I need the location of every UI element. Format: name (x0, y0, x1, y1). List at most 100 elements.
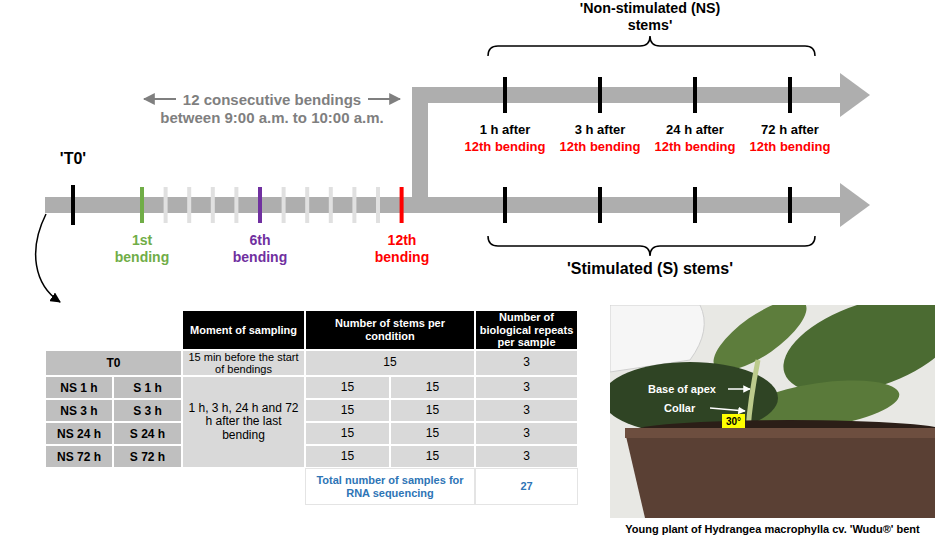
pot-rim (625, 428, 935, 438)
label-text: S 24 h (130, 427, 165, 441)
pointer-arrow (36, 214, 60, 302)
label-text: 12th bending (560, 139, 641, 155)
label-text: 1 h after (480, 122, 531, 138)
table-row-header: T0 (45, 350, 182, 376)
branch-head (840, 73, 870, 117)
sampling-tick (503, 77, 507, 113)
sampling-label: 72 h after (743, 121, 837, 138)
pot (625, 432, 935, 518)
bending-tick (211, 187, 215, 223)
sampling-tick (788, 77, 792, 113)
label-text: NS 3 h (60, 404, 97, 418)
label-text: 15 (426, 404, 439, 417)
label-text: 27 (520, 480, 532, 493)
label-text: Number of stems per condition (309, 317, 471, 342)
table-row-header: NS 3 h (45, 399, 113, 422)
bending-tick (258, 187, 262, 223)
table-cell: 15 (390, 422, 475, 445)
branch-bar (412, 87, 428, 213)
label-text: 12th bending (655, 139, 736, 155)
table-cell: 15 (305, 376, 390, 399)
bending-tick (376, 187, 380, 223)
table-total-cell: Total number of samples for RNA sequenci… (305, 468, 475, 505)
label-text: 72 h after (761, 122, 819, 138)
bending-tick (400, 187, 404, 223)
sampling-label: 12th bending (458, 138, 552, 155)
label-text: 15 (426, 427, 439, 440)
label-text: 12th bending (750, 139, 831, 155)
label-text: 3 (523, 356, 530, 369)
table-cell: 15 (305, 422, 390, 445)
sampling-tick (788, 187, 792, 223)
bending-tick (329, 187, 333, 223)
bending-tick (187, 187, 191, 223)
table-total-cell: 27 (475, 468, 578, 505)
label-text: 3 h after (575, 122, 626, 138)
table-cell: 15 (305, 399, 390, 422)
photo-label: Base of apex (648, 381, 726, 397)
table-row-header: NS 24 h (45, 422, 113, 445)
label-text: 15 (341, 381, 354, 394)
label-text: 'T0' (60, 149, 86, 168)
group-bracket (488, 36, 815, 56)
sampling-label: 12th bending (743, 138, 837, 155)
bending-tick (164, 187, 168, 223)
table-row-header: S 24 h (113, 422, 182, 445)
table-header-cell: Number of biological repeats per sample (475, 310, 578, 350)
table-row-header: S 1 h (113, 376, 182, 399)
photo-label: Collar (664, 400, 708, 416)
plastic-bag (610, 305, 704, 372)
bending-tick (140, 187, 144, 223)
label-text: T0 (106, 356, 120, 370)
sampling-label: 12th bending (553, 138, 647, 155)
label-text: Total number of samples for RNA sequenci… (309, 474, 471, 499)
table-row-header: S 72 h (113, 445, 182, 468)
sampling-label: 1 h after (458, 121, 552, 138)
table-cell: 1 h, 3 h, 24 h and 72 h after the last b… (182, 376, 305, 468)
leader-arrow (728, 388, 750, 390)
label-text: 15 (341, 404, 354, 417)
table-row-header: S 3 h (113, 399, 182, 422)
t0-tick (71, 185, 75, 225)
sampling-tick (503, 187, 507, 223)
label-text: S 72 h (130, 450, 165, 464)
table-cell: 15 (305, 445, 390, 468)
label-text: 15 min before the start of bendings (186, 351, 301, 375)
label-text: 1st bending (107, 232, 177, 266)
bending-label: 6th bending (225, 230, 295, 268)
label-text: NS 24 h (57, 427, 101, 441)
table-cell: 15 (390, 445, 475, 468)
sampling-tick (693, 77, 697, 113)
leader-arrow (710, 408, 745, 411)
label-text: Number of biological repeats per sample (479, 311, 574, 349)
bending-label: 12th bending (362, 230, 442, 268)
label-text: 15 (341, 427, 354, 440)
table-cell: 15 (390, 376, 475, 399)
label-text: NS 1 h (60, 381, 97, 395)
label-text: 'Stimulated (S) stems' (567, 259, 733, 278)
group-title: 'Stimulated (S) stems' (560, 258, 740, 280)
bending-tick (282, 187, 286, 223)
label-text: 12th bending (362, 232, 442, 266)
label-text: 3 (523, 404, 530, 417)
table-row-header: NS 1 h (45, 376, 113, 399)
plant-photo (610, 305, 935, 518)
stem (748, 360, 758, 430)
span-arrow (144, 98, 176, 100)
label-text: 30° (726, 416, 741, 427)
sampling-label: 24 h after (648, 121, 742, 138)
table-cell: 3 (475, 399, 578, 422)
label-text: Base of apex (648, 383, 716, 395)
sampling-tick (598, 77, 602, 113)
label-text: 15 (383, 356, 396, 369)
label-text: Collar (664, 402, 695, 414)
timeline-head (840, 183, 870, 227)
table-cell: 3 (475, 422, 578, 445)
label-text: 15 (426, 381, 439, 394)
table-header-cell: Number of stems per condition (305, 310, 475, 350)
group-title: 'Non-stimulated (NS) stems' (560, 6, 740, 28)
label-text: 'Non-stimulated (NS) stems' (560, 0, 740, 34)
table-cell: 15 (390, 399, 475, 422)
label-text: S 1 h (133, 381, 162, 395)
